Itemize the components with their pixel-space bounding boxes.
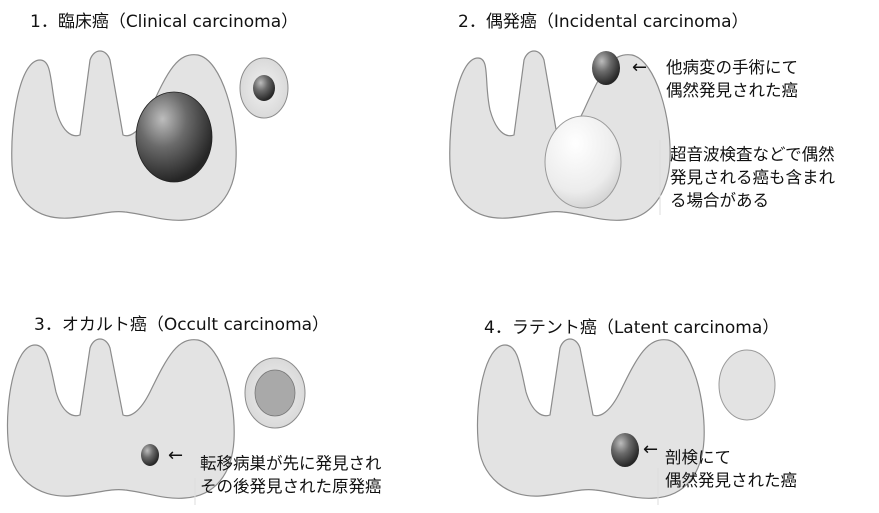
arrow-left-icon: ← bbox=[632, 58, 647, 78]
metastatic-lymph-node-core bbox=[255, 370, 295, 416]
panel-title-1: 1．臨床癌（Clinical carcinoma） bbox=[30, 12, 298, 32]
incidental-note-ultrasound: 超音波検査などで偶然 発見される癌も含まれ る場合がある bbox=[670, 143, 835, 212]
arrow-left-icon: ← bbox=[643, 440, 658, 460]
occult-primary-tumor bbox=[141, 444, 159, 466]
occult-note: 転移病巣が先に発見され その後発見された原発癌 bbox=[200, 452, 382, 498]
latent-tumor bbox=[611, 433, 639, 467]
incidental-tumor-small bbox=[592, 51, 620, 85]
latent-note: 剖検にて 偶然発見された癌 bbox=[665, 446, 797, 492]
normal-lymph-node bbox=[719, 350, 775, 420]
panel-title-4: 4．ラテント癌（Latent carcinoma） bbox=[484, 318, 779, 338]
lymph-node-1-tumor bbox=[253, 75, 275, 101]
panel-title-3: 3．オカルト癌（Occult carcinoma） bbox=[34, 315, 329, 335]
tumor-large-dark bbox=[136, 92, 212, 182]
panel-title-2: 2．偶発癌（Incidental carcinoma） bbox=[458, 12, 749, 32]
incidental-note-surgery: 他病変の手術にて 偶然発見された癌 bbox=[666, 56, 798, 102]
incidental-tumor-light bbox=[545, 116, 621, 208]
arrow-left-icon: ← bbox=[168, 446, 183, 466]
